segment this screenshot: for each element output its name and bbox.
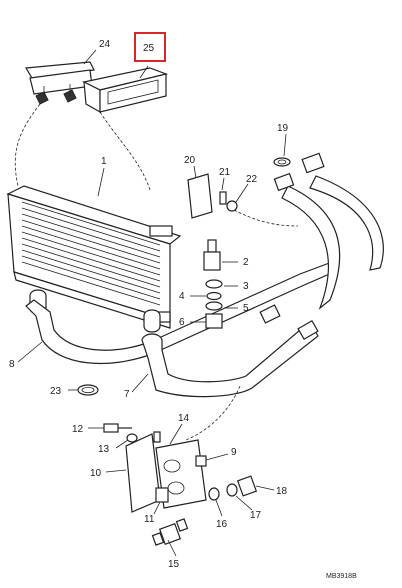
mount-stud-15[interactable] (151, 518, 189, 546)
mounting-stud-2[interactable] (203, 239, 221, 271)
hose-end-fittings (273, 152, 325, 192)
callout-11[interactable]: 11 (144, 514, 155, 525)
bolt-12[interactable] (103, 423, 132, 433)
leader-pad25 (99, 111, 151, 191)
callout-6[interactable]: 6 (179, 317, 185, 328)
callout-23[interactable]: 23 (50, 386, 62, 397)
diagram-reference-code: MB3918B (326, 573, 357, 580)
o-ring-23[interactable] (77, 384, 99, 396)
nut-22[interactable] (226, 200, 238, 212)
leader-pads-to-cooler (14, 103, 41, 187)
nut-6[interactable] (205, 313, 223, 329)
washer-4[interactable] (206, 291, 222, 301)
callout-leaders (17, 49, 287, 557)
sealing-washer-19[interactable] (273, 157, 291, 167)
callout-2[interactable]: 2 (243, 257, 249, 268)
mounting-pad-25[interactable] (82, 67, 169, 114)
bolt-14[interactable] (153, 431, 161, 443)
callout-5[interactable]: 5 (243, 303, 249, 314)
pipe-union-collars (259, 304, 319, 341)
washer-5[interactable] (205, 301, 223, 311)
callout-14[interactable]: 14 (178, 413, 190, 424)
callout-10[interactable]: 10 (90, 468, 102, 479)
bracket-20[interactable] (187, 173, 213, 219)
callout-21[interactable]: 21 (219, 167, 231, 178)
callout-24[interactable]: 24 (99, 39, 111, 50)
callout-12[interactable]: 12 (72, 424, 84, 435)
nut-18[interactable] (236, 475, 258, 497)
callout-25[interactable]: 25 (143, 43, 155, 54)
callout-20[interactable]: 20 (184, 155, 196, 166)
callout-4[interactable]: 4 (179, 291, 185, 302)
callout-18[interactable]: 18 (276, 486, 288, 497)
bracket-10[interactable] (125, 433, 161, 513)
callout-1[interactable]: 1 (101, 156, 107, 167)
callout-3[interactable]: 3 (243, 281, 249, 292)
callout-9[interactable]: 9 (231, 447, 237, 458)
leader-bracket-to-hose (233, 209, 299, 227)
washer-16[interactable] (208, 487, 220, 501)
washer-3[interactable] (205, 279, 223, 289)
callout-15[interactable]: 15 (168, 559, 180, 570)
cooler-fins (21, 201, 161, 306)
callout-13[interactable]: 13 (98, 444, 110, 455)
callout-19[interactable]: 19 (277, 123, 289, 134)
highlight-box-25 (134, 32, 166, 62)
callout-22[interactable]: 22 (246, 174, 258, 185)
washer-13[interactable] (126, 433, 138, 443)
oil-hoses[interactable] (281, 175, 384, 310)
spacer-11[interactable] (155, 487, 169, 503)
callout-labels: 24 25 1 19 20 21 22 2 3 4 5 6 8 23 7 12 … (9, 39, 289, 570)
mounting-pad-24[interactable] (24, 61, 95, 105)
callout-16[interactable]: 16 (216, 519, 228, 530)
callout-17[interactable]: 17 (250, 510, 262, 521)
washer-17[interactable] (226, 483, 238, 497)
oil-cooler[interactable] (6, 185, 182, 333)
bolt-21[interactable] (219, 191, 227, 205)
leader-pipe-to-clamp (185, 385, 241, 441)
callout-8[interactable]: 8 (9, 359, 15, 370)
callout-7[interactable]: 7 (124, 389, 130, 400)
